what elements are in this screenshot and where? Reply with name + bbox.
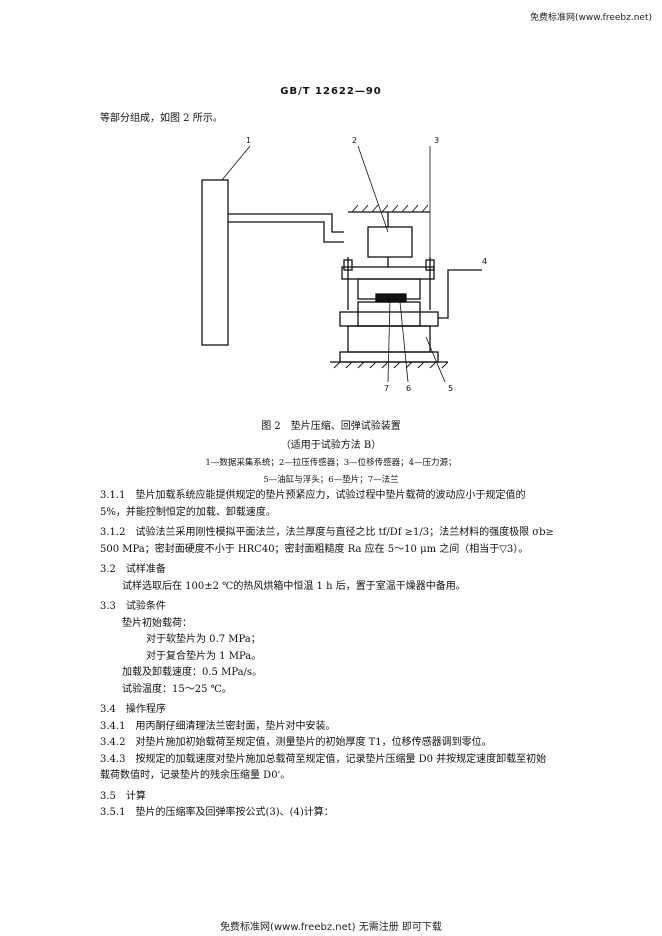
para-3-4-3-cont: 载荷数值时，记录垫片的残余压缩量 D0'。 (100, 770, 291, 781)
standard-number-header: GB/T 12622—90 (280, 86, 382, 97)
section-3-4-heading: 3.4 操作程序 (100, 704, 166, 715)
figure-label-3: 3 (434, 136, 439, 145)
figure-label-6: 6 (406, 384, 411, 393)
figure-legend-line1: 1—数据采集系统；2—拉压传感器；3—位移传感器；4—压力源； (205, 458, 457, 468)
watermark-top: 免费标准网(www.freebz.net) (530, 13, 652, 23)
intro-text: 等部分组成，如图 2 所示。 (100, 113, 223, 124)
lower-flange (357, 301, 421, 327)
pressure-source-line (438, 269, 482, 319)
para-3-1-2: 3.1.2 试验法兰采用刚性模拟平面法兰，法兰厚度与直径之比 tf/Df ≥1/… (100, 527, 554, 538)
test-temperature: 试验温度：15～25 ℃。 (122, 683, 232, 695)
para-3-1-1-cont: 5%，并能控制恒定的加载、卸载速度。 (100, 506, 276, 518)
gasket (375, 293, 407, 303)
load-cell (367, 226, 413, 258)
section-3-5-heading: 3.5 计算 (100, 790, 146, 802)
para-3-1-1: 3.1.1 垫片加载系统应能提供规定的垫片预紧应力，试验过程中垫片载荷的波动应小… (100, 490, 526, 501)
figure-label-5: 5 (448, 384, 453, 393)
loading-rate: 加载及卸载速度：0.5 MPa/s。 (122, 667, 263, 678)
watermark-bottom: 免费标准网(www.freebz.net) 无需注册 即可下载 (220, 922, 442, 933)
figure-legend-line2: 5—油缸与浮头；6—垫片；7—法兰 (263, 475, 399, 485)
para-3-1-2-cont: 500 MPa；密封面硬度不小于 HRC40；密封面粗糙度 Ra 应在 5～10… (100, 543, 529, 555)
figure-label-7: 7 (384, 384, 389, 393)
initial-load-label: 垫片初始载荷： (122, 617, 192, 629)
figure-label-4: 4 (482, 257, 487, 266)
figure-label-1: 1 (246, 136, 251, 145)
para-3-2: 试样选取后在 100±2 ℃的热风烘箱中恒温 1 h 后，置于室温干燥器中备用。 (122, 580, 466, 592)
figure-subcaption: （适用于试验方法 B） (280, 440, 382, 451)
para-3-4-3: 3.4.3 按规定的加载速度对垫片施加总载荷至规定值，记录垫片压缩量 D0 并按… (100, 753, 547, 765)
para-3-4-2: 3.4.2 对垫片施加初始载荷至规定值，测量垫片的初始厚度 T1，位移传感器调到… (100, 737, 492, 748)
para-3-4-1: 3.4.1 用丙酮仔细清理法兰密封面，垫片对中安装。 (100, 720, 336, 732)
section-3-2-heading: 3.2 试样准备 (100, 564, 166, 575)
composite-gasket-load: 对于复合垫片为 1 MPa。 (146, 650, 262, 662)
soft-gasket-load: 对于软垫片为 0.7 MPa； (146, 634, 261, 645)
section-3-3-heading: 3.3 试验条件 (100, 601, 166, 612)
figure-caption: 图 2 垫片压缩、回弹试验装置 (261, 421, 401, 432)
para-3-5-1: 3.5.1 垫片的压缩率及回弹率按公式(3)、(4)计算： (100, 807, 334, 818)
data-acquisition-system (201, 179, 229, 346)
apparatus-diagram: 1 2 3 4 7 6 5 (201, 136, 487, 393)
figure-label-2: 2 (352, 136, 357, 145)
body-text: 3.1.1 垫片加载系统应能提供规定的垫片预紧应力，试验过程中垫片载荷的波动应小… (100, 488, 570, 822)
